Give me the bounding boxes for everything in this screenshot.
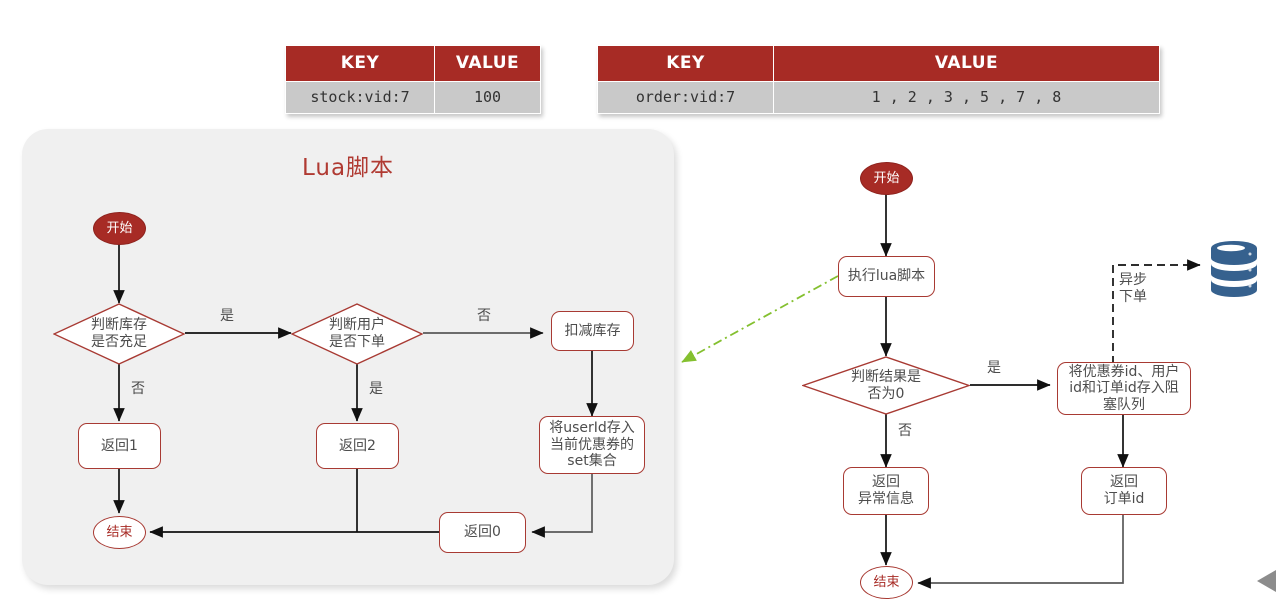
- main-check-result-decision[interactable]: 判断结果是否为0: [802, 356, 970, 415]
- main-end-node[interactable]: 结束: [860, 566, 913, 599]
- cell-value: 1 , 2 , 3 , 5 , 7 , 8: [773, 81, 1160, 114]
- order-kv-table: KEY VALUE order:vid:7 1 , 2 , 3 , 5 , 7 …: [597, 45, 1160, 114]
- table-row: stock:vid:7 100: [285, 81, 541, 114]
- edge-lua-panel-link: [681, 275, 839, 363]
- main-label-result-yes: 是: [987, 360, 1001, 376]
- table-header-row: KEY VALUE: [597, 45, 1160, 82]
- column-header-key: KEY: [597, 45, 774, 82]
- lua-return1-node[interactable]: 返回1: [78, 423, 161, 469]
- main-label-result-no: 否: [898, 423, 912, 439]
- lua-check-user-decision[interactable]: 判断用户是否下单: [291, 303, 423, 365]
- main-exec-lua-node[interactable]: 执行lua脚本: [838, 256, 935, 297]
- column-header-value: VALUE: [434, 45, 541, 82]
- cell-key: stock:vid:7: [285, 81, 435, 114]
- main-return-error-node[interactable]: 返回异常信息: [843, 467, 929, 515]
- stock-kv-table: KEY VALUE stock:vid:7 100: [285, 45, 541, 114]
- lua-label-user-no: 否: [477, 308, 491, 324]
- lua-return2-node[interactable]: 返回2: [316, 423, 399, 469]
- lua-label-stock-no: 否: [131, 381, 145, 397]
- database-icon: [1211, 241, 1257, 297]
- lua-label-user-yes: 是: [369, 381, 383, 397]
- edge-return-orderid-to-end: [917, 515, 1124, 589]
- lua-end-node[interactable]: 结束: [93, 516, 146, 549]
- lua-check-stock-decision[interactable]: 判断库存是否充足: [53, 303, 185, 365]
- main-start-node[interactable]: 开始: [860, 162, 913, 195]
- table-row: order:vid:7 1 , 2 , 3 , 5 , 7 , 8: [597, 81, 1160, 114]
- main-return-orderid-node[interactable]: 返回订单id: [1081, 467, 1167, 515]
- cell-value: 100: [434, 81, 541, 114]
- lua-label-stock-yes: 是: [220, 308, 234, 324]
- lua-start-node[interactable]: 开始: [93, 212, 146, 245]
- table-header-row: KEY VALUE: [285, 45, 541, 82]
- column-header-key: KEY: [285, 45, 435, 82]
- lua-deduct-stock-node[interactable]: 扣减库存: [551, 311, 634, 351]
- cell-key: order:vid:7: [597, 81, 774, 114]
- collapse-left-arrow-icon[interactable]: [1255, 568, 1277, 594]
- lua-return0-node[interactable]: 返回0: [439, 512, 526, 553]
- column-header-value: VALUE: [773, 45, 1160, 82]
- lua-script-title: Lua脚本: [301, 155, 395, 181]
- main-label-async-order: 异步下单: [1119, 272, 1147, 305]
